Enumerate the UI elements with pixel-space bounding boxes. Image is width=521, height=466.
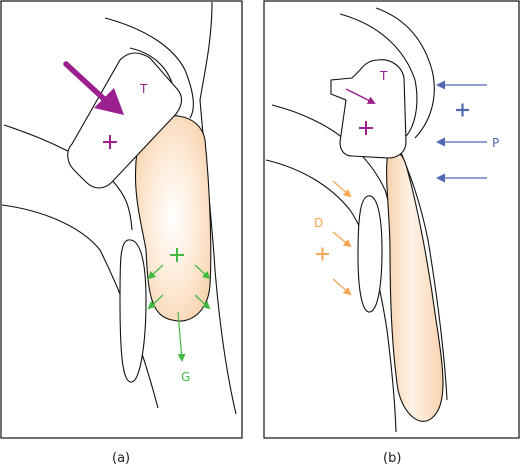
panel-b-blue-plus: [456, 103, 469, 117]
panel-a-green-plus: [170, 248, 184, 262]
panel-a-caption: (a): [112, 451, 130, 466]
panel-b-upper-curve-outer: [339, 13, 418, 141]
panel-b-label-d: D: [314, 216, 323, 230]
panel-b-label-p: P: [492, 136, 499, 150]
panel-a: T G (a): [0, 0, 243, 466]
panel-b-tooth-block: [330, 59, 407, 159]
panel-a-frame: [0, 0, 243, 439]
panel-a-green-arrow-ll: [147, 294, 164, 310]
panel-b-orange-plus: [316, 247, 329, 261]
panel-a-purple-arrow-shaft: [63, 61, 107, 102]
panel-a-label-g: G: [181, 370, 190, 384]
panel-a-green-arrows: [147, 264, 211, 362]
panel-b-right-vertical-line: [399, 149, 448, 401]
panel-b-blue-arrows: [436, 80, 487, 183]
panel-b: T P D (b): [263, 0, 520, 466]
panel-b-small-ellipse: [357, 195, 383, 313]
panel-a-tooth-block: [67, 52, 183, 189]
panel-a-label-t: T: [139, 82, 148, 96]
panel-b-purple-arrow: [345, 88, 376, 104]
panel-a-green-arrow-ur: [194, 264, 211, 280]
panel-b-label-t: T: [379, 69, 388, 83]
panel-b-bolus-shape: [386, 149, 444, 422]
panel-b-orange-arrow-2: [332, 231, 352, 248]
panel-a-upper-curve-outer: [104, 17, 194, 119]
panel-a-purple-plus: [103, 135, 117, 149]
panel-a-purple-arrow-head: [94, 88, 124, 115]
panel-a-green-arrow-down: [177, 311, 186, 362]
panel-b-upper-curve-inner: [375, 7, 435, 139]
panel-b-orange-arrows: [332, 180, 352, 296]
panel-b-frame: [263, 0, 520, 439]
panel-b-orange-arrow-3: [332, 278, 352, 296]
panel-b-orange-arrow-1: [332, 180, 352, 198]
panel-a-small-ellipse: [119, 239, 147, 383]
panel-a-green-arrow-ul: [147, 264, 164, 280]
panel-a-green-arrow-lr: [194, 294, 211, 310]
panel-a-bolus-shape: [134, 115, 212, 322]
panel-b-caption: (b): [383, 451, 401, 466]
panel-b-purple-plus: [359, 121, 373, 135]
